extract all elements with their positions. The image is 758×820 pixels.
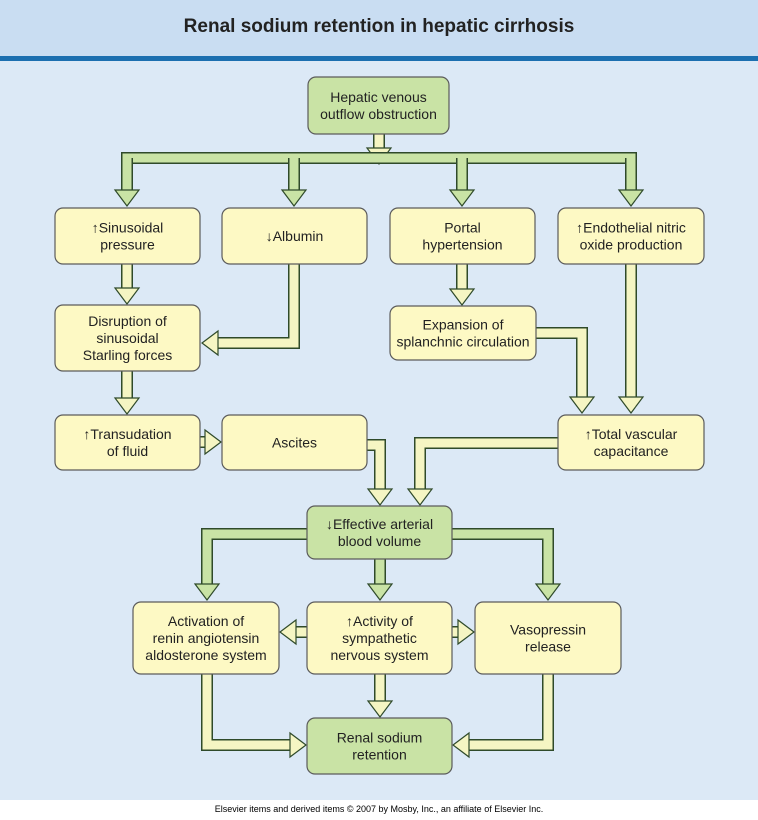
node-label-line: Expansion of (423, 317, 504, 333)
node-albumin: ↓Albumin (221, 207, 368, 265)
to-albumin-arrow (280, 158, 308, 207)
node-box (54, 207, 201, 265)
to-endothelial-arrow (617, 158, 645, 207)
node-label-line: pressure (100, 237, 155, 253)
node-label-line: splanchnic circulation (396, 334, 529, 350)
node-box (557, 207, 705, 265)
node-box (306, 717, 453, 775)
node-box (306, 601, 453, 675)
node-box (132, 601, 280, 675)
node-box (389, 305, 537, 361)
node-label-line: of fluid (107, 443, 148, 459)
node-box (54, 414, 201, 471)
node-label-line: renin angiotensin (153, 630, 260, 646)
node-label-line: retention (352, 747, 406, 763)
node-box (221, 207, 368, 265)
node-box (474, 601, 622, 675)
albumin-to-disruption-arrow (201, 264, 300, 357)
node-label-line: Hepatic venous (330, 89, 427, 105)
node-box (221, 414, 368, 471)
node-label-line: oxide production (580, 237, 683, 253)
node-box (389, 207, 536, 265)
node-label-line: capacitance (594, 443, 669, 459)
arrows-layer (113, 134, 645, 759)
node-label-line: Vasopressin (510, 622, 586, 638)
node-label-line: Activation of (168, 613, 244, 629)
node-label-line: Renal sodium (337, 730, 423, 746)
node-label-line: sympathetic (342, 630, 417, 646)
raas-to-renal-arrow (201, 674, 307, 759)
portal-to-splanchnic-arrow (448, 264, 476, 306)
node-box (306, 505, 453, 560)
sinusoidal-to-disruption-arrow (113, 264, 141, 305)
node-label-line: sinusoidal (96, 330, 158, 346)
to-sinusoidal-arrow (113, 158, 141, 207)
effective-to-raas-arrow (193, 528, 307, 601)
node-label-line: hypertension (422, 237, 502, 253)
node-label-line: Portal (444, 220, 481, 236)
node-label-line: ↓Albumin (266, 228, 324, 244)
vasopressin-to-renal-arrow (452, 674, 554, 759)
effective-to-sympathetic-arrow (366, 559, 394, 601)
node-label-line: ↑Endothelial nitric (576, 220, 686, 236)
disruption-to-transudation-arrow (113, 371, 141, 415)
node-label-line: aldosterone system (145, 647, 266, 663)
node-label-line: ↓Effective arterial (326, 516, 433, 532)
node-box (54, 304, 201, 372)
title-band: Renal sodium retention in hepatic cirrho… (0, 0, 758, 61)
node-label-line: outflow obstruction (320, 106, 437, 122)
node-label-line: ↑Total vascular (585, 426, 678, 442)
node-label-line: ↑Sinusoidal (92, 220, 164, 236)
node-label-line: ↑Activity of (346, 613, 413, 629)
capacitance-to-effective-arrow (406, 437, 558, 506)
splanchnic-to-capacitance-arrow (536, 327, 596, 414)
node-label-line: Ascites (272, 435, 317, 451)
effective-to-vasopressin-arrow (452, 528, 562, 601)
node-label-line: Starling forces (83, 347, 172, 363)
node-box (307, 76, 450, 135)
sympathetic-to-renal-arrow (366, 674, 394, 718)
node-label-line: ↑Transudation (83, 426, 171, 442)
transudation-to-ascites-arrow (200, 428, 222, 456)
figure-title: Renal sodium retention in hepatic cirrho… (183, 16, 575, 37)
sympathetic-to-raas-arrow (279, 618, 307, 646)
node-label-line: blood volume (338, 533, 421, 549)
ascites-to-effective-arrow (366, 439, 394, 506)
node-ascites: Ascites (221, 414, 368, 471)
node-label-line: release (525, 639, 571, 655)
copyright-footer: Elsevier items and derived items © 2007 … (214, 804, 544, 814)
endothelial-to-capacitance-arrow (617, 264, 645, 414)
sympathetic-to-vasopressin-arrow (452, 618, 475, 646)
node-label-line: Disruption of (88, 313, 167, 329)
to-portal-arrow (448, 158, 476, 207)
node-label-line: nervous system (330, 647, 428, 663)
node-box (557, 414, 705, 471)
outflow-branch-bar (121, 152, 637, 164)
